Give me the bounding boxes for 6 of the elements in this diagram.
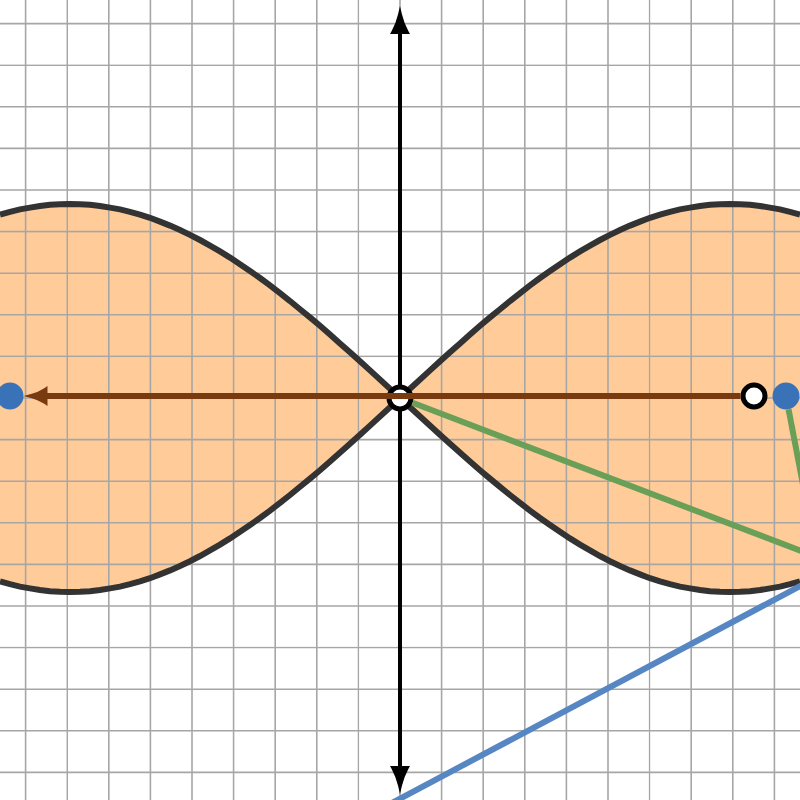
- point-marker: [772, 382, 800, 410]
- point-marker: [386, 384, 414, 412]
- line-segment: [411, 400, 800, 555]
- point-marker: [740, 382, 768, 410]
- point-marker: [0, 382, 24, 410]
- arrow: [30, 388, 741, 404]
